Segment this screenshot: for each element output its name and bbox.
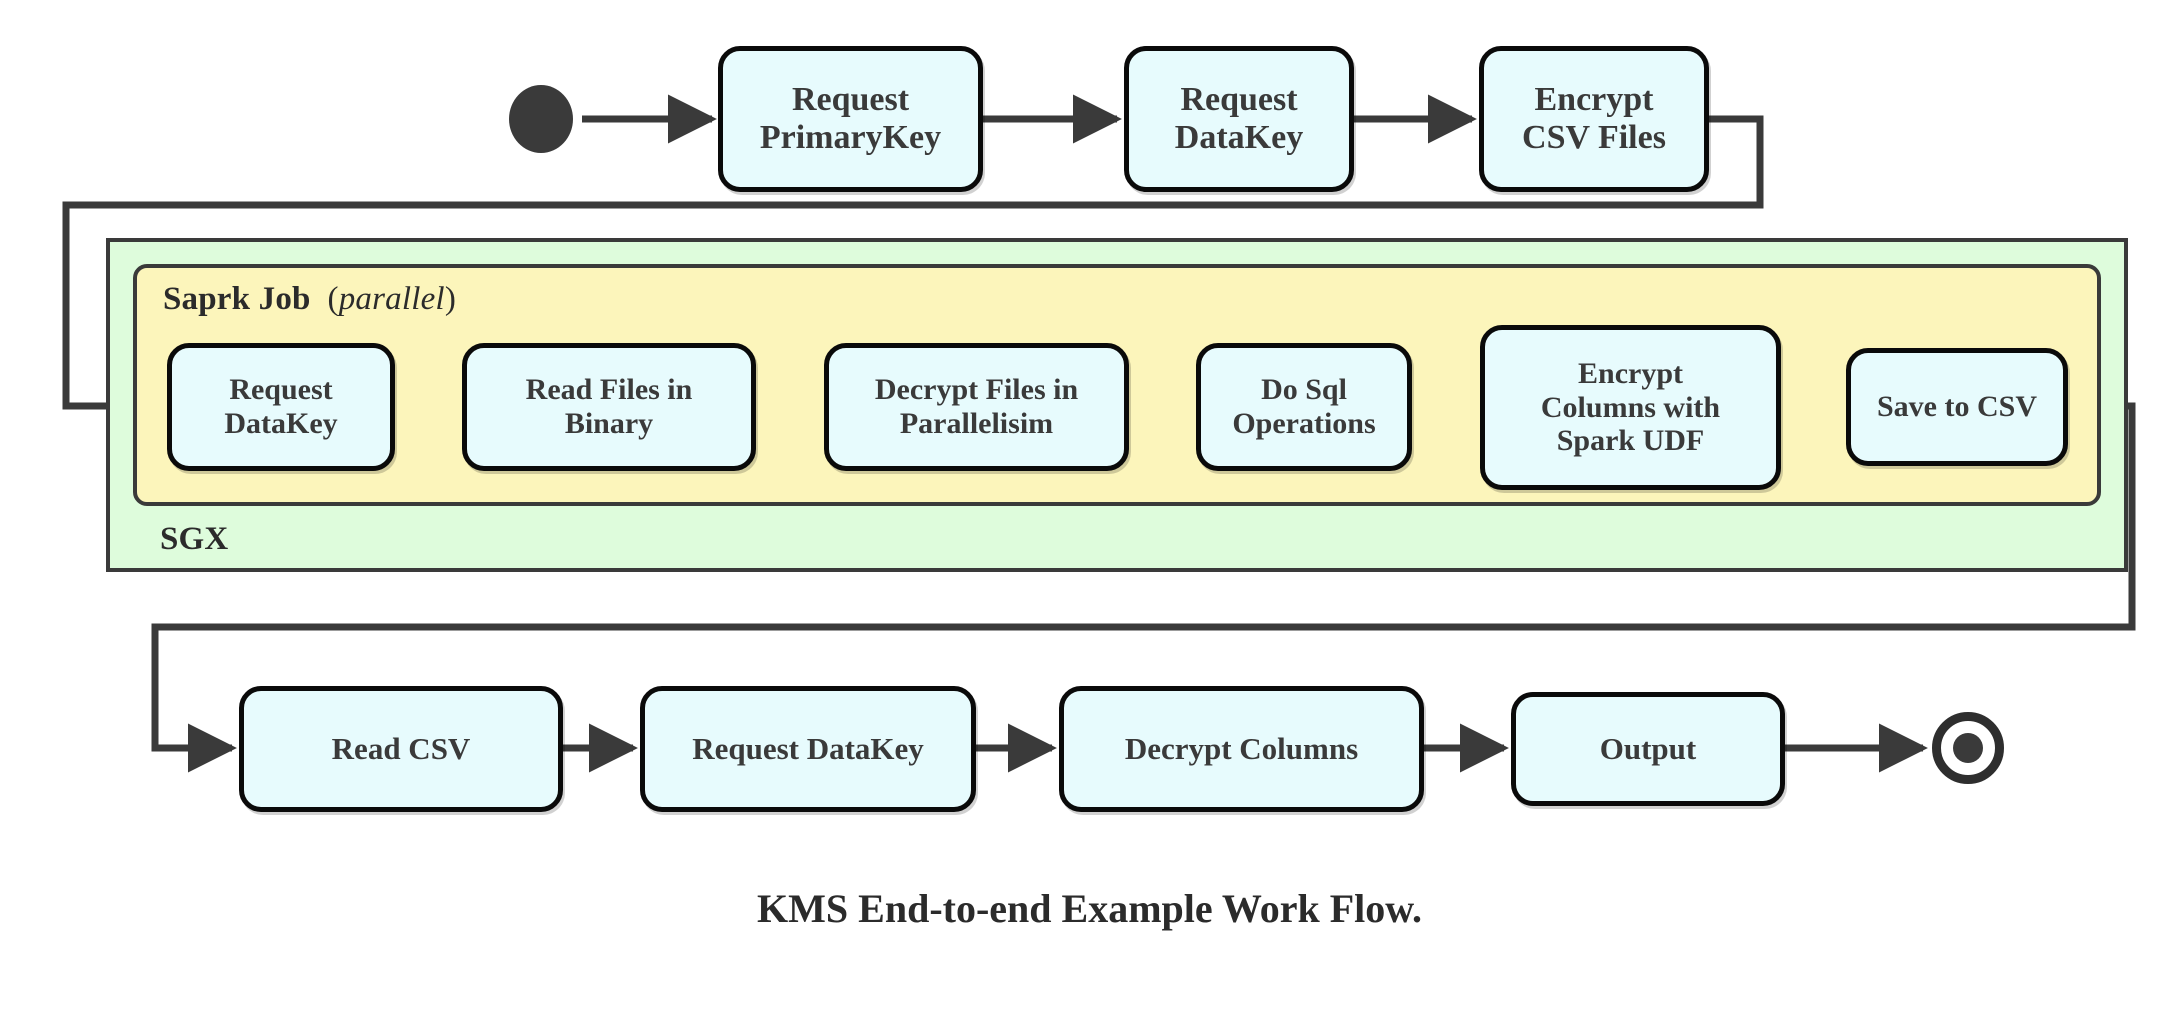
node-line: DataKey xyxy=(224,407,338,440)
end-node-inner xyxy=(1953,733,1983,763)
node-line: Spark UDF xyxy=(1556,424,1705,458)
node-line: Columns with xyxy=(1540,390,1721,424)
node-line: Do Sql xyxy=(1261,373,1347,407)
node-line: Output xyxy=(1599,730,1697,766)
node-line: Parallelisim xyxy=(899,407,1054,440)
node-line: Read Files in xyxy=(525,373,693,407)
node-output[interactable]: Output xyxy=(1511,692,1785,806)
node-line: Request xyxy=(1180,80,1298,118)
node-request-datakey-top[interactable]: Request DataKey xyxy=(1124,46,1354,192)
node-line: Encrypt xyxy=(1578,357,1683,391)
start-node xyxy=(509,85,573,153)
node-do-sql-operations[interactable]: Do Sql Operations xyxy=(1196,343,1412,471)
node-decrypt-columns[interactable]: Decrypt Columns xyxy=(1059,686,1424,812)
node-line: Operations xyxy=(1232,407,1376,440)
group-sgx-label-text: SGX xyxy=(160,521,229,557)
node-encrypt-csv-files[interactable]: Encrypt CSV Files xyxy=(1479,46,1709,192)
node-line: Binary xyxy=(564,407,654,440)
node-line: Request xyxy=(791,80,910,118)
node-line: Read CSV xyxy=(331,730,471,766)
node-line: Decrypt Files in xyxy=(874,373,1079,407)
node-read-files-in-binary[interactable]: Read Files in Binary xyxy=(462,343,756,471)
node-decrypt-files-in-parallelisim[interactable]: Decrypt Files in Parallelisim xyxy=(824,343,1129,471)
group-spark-job-label: Saprk Job (parallel) xyxy=(163,281,457,317)
end-node xyxy=(1932,712,2004,784)
group-sgx-label: SGX xyxy=(160,521,228,558)
node-request-datakey-bottom[interactable]: Request DataKey xyxy=(640,686,976,812)
node-line: Encrypt xyxy=(1534,80,1654,118)
node-line: CSV Files xyxy=(1522,119,1666,156)
node-encrypt-columns-with-spark-udf[interactable]: Encrypt Columns with Spark UDF xyxy=(1480,325,1781,490)
node-line: Decrypt Columns xyxy=(1124,730,1359,766)
diagram-caption: KMS End-to-end Example Work Flow. xyxy=(757,886,1422,931)
node-line: Request xyxy=(229,373,333,407)
group-spark-job-label-modifier: parallel xyxy=(338,281,445,317)
node-line: Save to CSV xyxy=(1876,390,2037,424)
node-request-datakey-spark[interactable]: Request DataKey xyxy=(167,343,395,471)
node-save-to-csv[interactable]: Save to CSV xyxy=(1846,348,2068,466)
node-line: Request DataKey xyxy=(692,730,924,766)
group-spark-job-label-text: Saprk Job xyxy=(163,281,311,317)
node-request-primarykey[interactable]: Request PrimaryKey xyxy=(718,46,983,192)
node-read-csv[interactable]: Read CSV xyxy=(239,686,563,812)
node-line: DataKey xyxy=(1174,119,1304,156)
node-line: PrimaryKey xyxy=(759,119,942,156)
